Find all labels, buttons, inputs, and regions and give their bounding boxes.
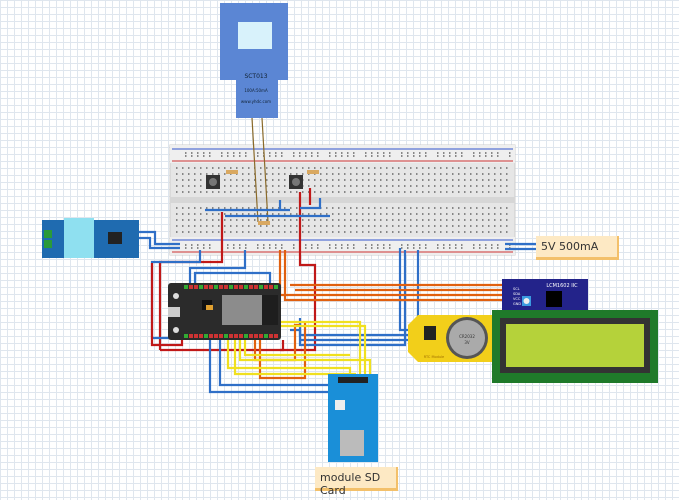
rtc-label: RTC Module [424,355,444,359]
wire-blue [298,318,415,337]
esp32-pin [249,285,253,289]
esp32-pin [194,285,198,289]
resistor [258,221,270,225]
wire-blue [150,250,202,340]
resistor [307,170,319,174]
esp32-pin [229,334,233,338]
wire-orange [258,323,307,380]
esp32-pin [224,285,228,289]
esp32-pin [254,285,258,289]
lcd-1602 [492,310,658,383]
breadboard [169,144,516,256]
esp32-pin [199,285,203,289]
esp32-pin [229,285,233,289]
esp32-pin [224,334,228,338]
rtc-battery-label: CR2032 [459,334,475,339]
esp32-pin [254,334,258,338]
esp32-pin [269,285,273,289]
esp32-pin [194,334,198,338]
esp32-pin [269,334,273,338]
esp32-board [168,283,281,340]
wire-blue [290,250,407,347]
esp32-pin [214,285,218,289]
pin-label: VCC [513,297,521,301]
sensor-rating: 100A:50mA [244,88,268,93]
sensor-name: SCT013 [244,73,267,80]
wire-blue [188,250,247,285]
esp32-pin [184,334,188,338]
esp32-pin [209,334,213,338]
wire-red [280,192,317,352]
esp32-pin [204,285,208,289]
wire-blue [193,271,272,285]
pin-label: GND [513,302,521,306]
esp32-pin [274,334,278,338]
esp32-pin [244,285,248,289]
wire-yellow [243,338,350,357]
rtc-module: CR2032 3V RTC Module [408,315,495,362]
esp32-pin [189,285,193,289]
esp32-pin [189,334,193,338]
esp32-pin [234,334,238,338]
voltage-sensor-module [42,218,139,258]
esp32-pin [264,334,268,338]
lcd-i2c-title: LCM1602 IIC [546,283,578,289]
esp32-pin [249,334,253,338]
lcd-i2c-backpack: LCM1602 IIC SCL SDA VCC GND [502,279,588,315]
wire-blue [139,230,180,246]
wire-red [150,263,184,347]
esp32-pin [234,285,238,289]
sensor-site: www.yhdc.com [241,99,271,104]
esp32-pin [204,334,208,338]
wire-yellow [238,338,372,378]
push-button-2 [289,175,303,189]
esp32-pin [239,285,243,289]
note-power[interactable]: 5V 500mA [536,236,619,260]
breadboard-holes [176,152,511,249]
wire-orange [278,250,505,297]
esp32-pin [209,285,213,289]
wire-orange [283,250,505,302]
esp32-pin [259,285,263,289]
esp32-pin [259,334,263,338]
rtc-voltage-label: 3V [464,340,470,345]
resistor [226,170,238,174]
pin-label: SDA [513,292,521,296]
wire-blue [139,236,180,250]
esp32-pin [264,285,268,289]
esp32-pin [219,334,223,338]
esp32-pin [219,285,223,289]
esp32-pin [274,285,278,289]
wire-blue [300,198,322,210]
esp32-pin [214,334,218,338]
pin-label: SCL [513,287,520,291]
note-sd-card[interactable]: module SD Card [315,467,398,497]
esp32-pin [184,285,188,289]
push-button-1 [206,175,220,189]
esp32-pin [199,334,203,338]
current-sensor-sct013: SCT013 100A:50mA www.yhdc.com [220,3,288,223]
sd-card-module [328,374,378,462]
esp32-pin [244,334,248,338]
esp32-pin [239,334,243,338]
